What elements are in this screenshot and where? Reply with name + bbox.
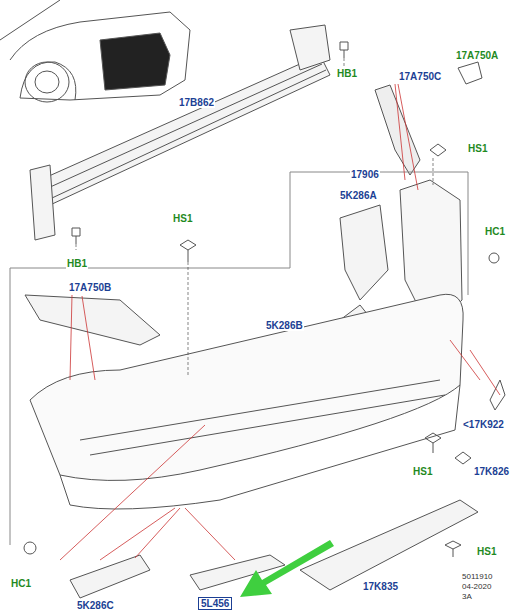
drawing-number: 5011910 [461, 572, 494, 581]
part-number: 17A750C [398, 71, 442, 82]
fastener-code: HC1 [10, 578, 32, 589]
part-number: 17A750B [68, 282, 112, 293]
part-number: 17K835 [362, 581, 399, 592]
part-number: <17K922 [462, 419, 505, 430]
fastener-code: HS1 [412, 466, 433, 477]
part-number: 17B862 [178, 97, 215, 108]
fastener-code: HC1 [484, 226, 506, 237]
fastener-code: HS1 [476, 546, 497, 557]
fastener-code: 17A750A [455, 50, 499, 61]
fastener-code: HB1 [336, 68, 358, 79]
drawing-date: 04-2020 [461, 582, 492, 591]
part-number: 5K286B [265, 320, 304, 331]
fastener-code: HS1 [467, 143, 488, 154]
part-number: 5K286C [76, 600, 115, 611]
fastener-code: HB1 [66, 258, 88, 269]
highlighted-part-number: 5L456 [198, 597, 232, 610]
drawing-revision: 3A [461, 592, 473, 601]
pointer-arrow [240, 540, 334, 597]
part-number: 5K286A [339, 190, 378, 201]
part-number: 17K826 [473, 466, 510, 477]
part-number: 17906 [350, 169, 380, 180]
fastener-code: HS1 [172, 213, 193, 224]
